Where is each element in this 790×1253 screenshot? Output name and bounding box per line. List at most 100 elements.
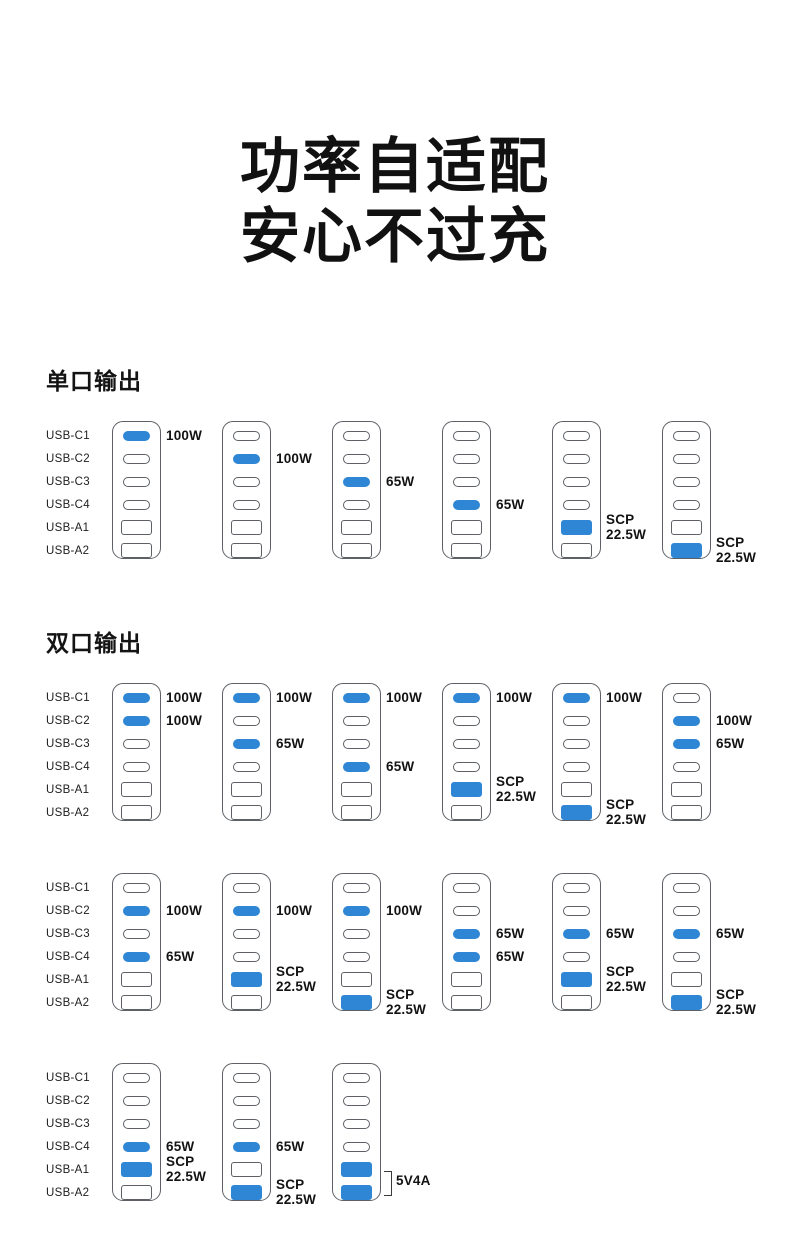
port-label-usb-c3: USB-C3	[46, 928, 90, 940]
port-stack	[663, 422, 710, 562]
port-slot-usb-a2	[553, 801, 600, 824]
port-usb-c3-inactive	[233, 476, 260, 487]
port-usb-c3-active	[673, 738, 700, 749]
power-callout: 100W	[166, 689, 203, 705]
port-slot-usb-a2	[113, 1181, 160, 1204]
port-usb-a1-inactive	[561, 782, 592, 797]
port-usb-c2-inactive	[563, 905, 590, 916]
port-usb-a2-inactive	[121, 995, 152, 1010]
port-usb-a2-inactive	[341, 543, 372, 558]
port-usb-c2-inactive	[233, 1095, 260, 1106]
port-usb-c2-inactive	[563, 715, 590, 726]
port-usb-c2-active	[123, 715, 150, 726]
port-usb-c2-active	[233, 905, 260, 916]
port-stack	[113, 422, 160, 562]
port-usb-c1-inactive	[453, 430, 480, 441]
port-label-usb-c3: USB-C3	[46, 476, 90, 488]
port-slot-usb-a1	[663, 778, 710, 801]
port-usb-c3-inactive	[343, 1118, 370, 1129]
port-usb-c4-inactive	[563, 499, 590, 510]
charger-device	[332, 873, 381, 1011]
port-label-usb-c1: USB-C1	[46, 1072, 90, 1084]
port-usb-a1-inactive	[121, 520, 152, 535]
port-usb-c2-inactive	[123, 453, 150, 464]
port-slot-usb-a2	[113, 539, 160, 562]
port-usb-c3-inactive	[453, 738, 480, 749]
port-usb-a2-active	[341, 995, 372, 1010]
port-usb-a2-active	[341, 1185, 372, 1200]
port-slot-usb-c3	[553, 922, 600, 945]
power-callout: 65W	[496, 948, 525, 964]
power-callout: 65W	[166, 1138, 195, 1154]
port-slot-usb-c2	[553, 447, 600, 470]
port-slot-usb-c1	[333, 876, 380, 899]
power-callout: 100W	[166, 427, 203, 443]
port-slot-usb-a1	[223, 778, 270, 801]
port-slot-usb-a2	[553, 539, 600, 562]
port-slot-usb-a2	[663, 539, 710, 562]
port-usb-c3-active	[453, 928, 480, 939]
port-usb-a2-active	[561, 805, 592, 820]
port-slot-usb-a1	[113, 1158, 160, 1181]
charger-device	[662, 873, 711, 1011]
port-slot-usb-a2	[333, 991, 380, 1014]
title-line-1: 功率自适配	[240, 133, 550, 200]
port-stack	[663, 684, 710, 824]
port-usb-c2-inactive	[673, 905, 700, 916]
port-slot-usb-c3	[113, 1112, 160, 1135]
port-stack	[223, 684, 270, 824]
port-usb-a1-active	[341, 1162, 372, 1177]
port-usb-a1-inactive	[121, 972, 152, 987]
port-label-usb-c2: USB-C2	[46, 1095, 90, 1107]
port-usb-a1-inactive	[341, 972, 372, 987]
port-usb-c2-inactive	[673, 453, 700, 464]
port-slot-usb-c4	[333, 945, 380, 968]
port-label-usb-c2: USB-C2	[46, 453, 90, 465]
port-slot-usb-c4	[113, 945, 160, 968]
power-callout: 100W	[386, 689, 423, 705]
port-slot-usb-c2	[663, 447, 710, 470]
port-usb-a2-inactive	[231, 805, 262, 820]
port-usb-a2-inactive	[671, 805, 702, 820]
port-slot-usb-c4	[553, 755, 600, 778]
power-callout: 65W	[276, 735, 305, 751]
port-slot-usb-a1	[553, 516, 600, 539]
port-usb-c4-inactive	[233, 951, 260, 962]
port-label-usb-c1: USB-C1	[46, 882, 90, 894]
port-slot-usb-a1	[333, 516, 380, 539]
port-slot-usb-c4	[113, 1135, 160, 1158]
port-slot-usb-a2	[223, 991, 270, 1014]
port-slot-usb-a2	[443, 801, 490, 824]
port-usb-a1-active	[121, 1162, 152, 1177]
port-usb-c4-inactive	[563, 951, 590, 962]
port-slot-usb-c4	[223, 945, 270, 968]
port-slot-usb-c3	[333, 922, 380, 945]
port-slot-usb-c1	[553, 424, 600, 447]
grouping-bracket	[384, 1170, 392, 1196]
port-usb-a2-inactive	[231, 995, 262, 1010]
port-slot-usb-c1	[223, 1066, 270, 1089]
port-slot-usb-c4	[333, 1135, 380, 1158]
port-usb-a1-inactive	[231, 782, 262, 797]
port-label-usb-a2: USB-A2	[46, 997, 90, 1009]
port-usb-a2-inactive	[231, 543, 262, 558]
port-slot-usb-c3	[443, 922, 490, 945]
port-usb-c2-active	[673, 715, 700, 726]
port-usb-c1-active	[123, 430, 150, 441]
port-slot-usb-c1	[663, 686, 710, 709]
port-usb-c2-inactive	[343, 1095, 370, 1106]
port-usb-a1-inactive	[121, 782, 152, 797]
power-callout: SCP 22.5W	[716, 986, 757, 1018]
port-slot-usb-c4	[333, 755, 380, 778]
port-usb-a1-inactive	[231, 1162, 262, 1177]
port-slot-usb-a2	[223, 1181, 270, 1204]
port-slot-usb-c1	[113, 686, 160, 709]
port-usb-c4-inactive	[673, 951, 700, 962]
port-usb-a1-inactive	[451, 972, 482, 987]
port-usb-c1-inactive	[343, 430, 370, 441]
